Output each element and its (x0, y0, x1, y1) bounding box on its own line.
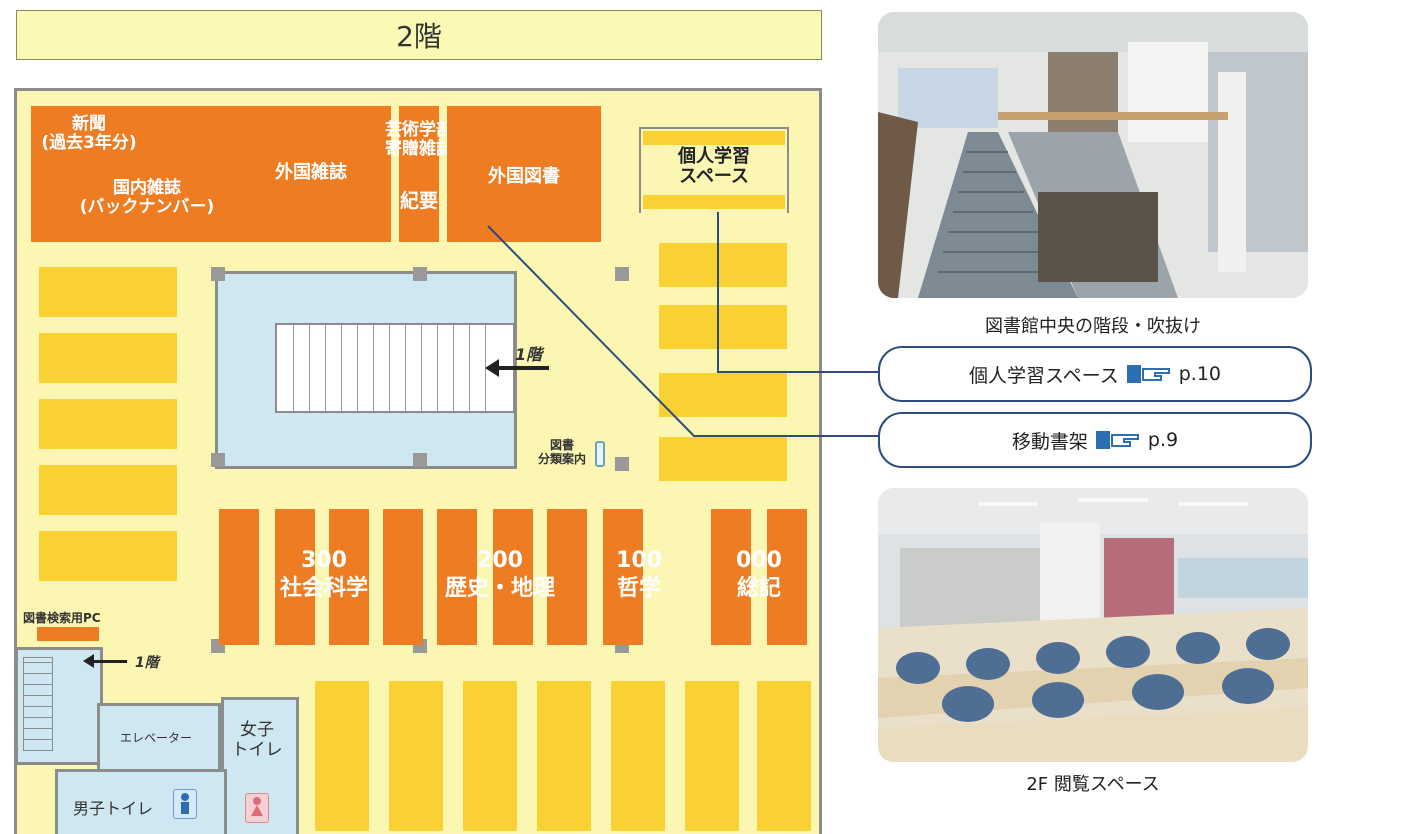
bottom-shelf[interactable] (757, 681, 811, 831)
area-newspaper-magazines[interactable] (31, 106, 237, 242)
arrow-icon (495, 366, 549, 370)
study-desks-bottom (643, 195, 785, 209)
right-shelf[interactable] (659, 243, 787, 287)
shelf-name-200: 歴史・地理 (444, 576, 555, 601)
search-pc-label: 図書検索用PC (23, 611, 101, 625)
bottom-shelf[interactable] (463, 681, 517, 831)
photo-central-stairs (878, 12, 1308, 298)
central-stairs[interactable] (275, 323, 515, 413)
classification-guide-label: 図書 分類案内 (537, 438, 586, 466)
shelf-100-b[interactable] (603, 509, 643, 645)
arrow-head-icon (83, 654, 94, 668)
area-arts-donated-label: 芸術学部 寄贈雑誌 (385, 120, 453, 160)
area-foreign-magazines-label: 外国雑誌 (275, 162, 347, 183)
pillar (211, 453, 225, 467)
floor-title: 2階 (16, 10, 822, 60)
floor-plan: 新聞 (過去3年分) 国内雑誌 (バックナンバー) 外国雑誌 芸術学部 寄贈雑誌… (14, 88, 822, 834)
shelf-name-300: 社会科学 (279, 576, 368, 601)
female-icon (245, 793, 269, 823)
shelf-code-100: 100 (616, 548, 662, 573)
mens-toilet-label: 男子トイレ (73, 799, 154, 818)
left-shelf[interactable] (39, 531, 177, 581)
area-foreign-books[interactable] (447, 106, 601, 242)
shelf-300-c[interactable] (329, 509, 369, 645)
bottom-shelf[interactable] (611, 681, 665, 831)
pillar (413, 267, 427, 281)
pillar (615, 457, 629, 471)
search-pc-desk[interactable] (37, 627, 99, 641)
left-shelf[interactable] (39, 333, 177, 383)
pillar (413, 453, 427, 467)
area-bulletin-label: 紀要 (399, 190, 438, 212)
right-shelf[interactable] (659, 373, 787, 417)
study-desks-top (643, 131, 785, 145)
pointing-hand-icon (1126, 363, 1171, 385)
shelf-000-a[interactable] (711, 509, 751, 645)
shelf-100-a[interactable] (547, 509, 587, 645)
pillar (615, 267, 629, 281)
pillar (211, 267, 225, 281)
ref-study-space-label: 個人学習スペース (968, 364, 1119, 387)
caption-central-stairs: 図書館中央の階段・吹抜け (985, 316, 1201, 337)
ref-mobile-shelves-label: 移動書架 (1011, 430, 1088, 453)
stairwell-steps[interactable] (23, 657, 53, 751)
left-shelf[interactable] (39, 399, 177, 449)
shelf-300-b[interactable] (275, 509, 315, 645)
to-first-floor-label: 1階 (515, 345, 543, 364)
study-space[interactable] (639, 127, 789, 213)
male-icon (173, 789, 197, 819)
shelf-200-c[interactable] (493, 509, 533, 645)
area-foreign-magazines[interactable] (231, 106, 391, 242)
arrow-head-icon (485, 359, 499, 377)
bottom-shelf[interactable] (315, 681, 369, 831)
bottom-shelf[interactable] (537, 681, 591, 831)
arrow-icon (93, 660, 127, 663)
womens-toilet-label: 女子 トイレ (231, 720, 283, 760)
shelf-000-b[interactable] (767, 509, 807, 645)
shelf-code-300: 300 (301, 548, 347, 573)
shelf-name-100: 哲学 (616, 576, 661, 601)
area-newspaper-label: 新聞 (過去3年分) (41, 114, 137, 154)
pointing-hand-icon (1095, 429, 1140, 451)
shelf-200-b[interactable] (437, 509, 477, 645)
right-shelf[interactable] (659, 437, 787, 481)
elevator-label: エレベーター (119, 731, 192, 745)
caption-reading-space: 2F 閲覧スペース (1026, 774, 1160, 795)
area-arts-donated[interactable] (399, 106, 439, 242)
guide-board-icon (595, 441, 605, 467)
ref-mobile-shelves-page: p.9 (1147, 429, 1179, 451)
area-foreign-books-label: 外国図書 (488, 166, 560, 187)
bottom-shelf[interactable] (685, 681, 739, 831)
ref-study-space-page: p.10 (1178, 363, 1221, 385)
left-shelf[interactable] (39, 465, 177, 515)
ref-mobile-shelves-button[interactable]: 移動書架 p.9 (878, 412, 1312, 468)
stairwell-to-first-floor: 1階 (135, 655, 159, 671)
shelf-200-a[interactable] (383, 509, 423, 645)
right-shelf[interactable] (659, 305, 787, 349)
shelf-code-000: 000 (736, 548, 782, 573)
area-domestic-magazines-label: 国内雑誌 (バックナンバー) (79, 178, 215, 218)
shelf-code-200: 200 (477, 548, 523, 573)
photo-reading-space (878, 488, 1308, 762)
left-shelf[interactable] (39, 267, 177, 317)
ref-study-space-button[interactable]: 個人学習スペース p.10 (878, 346, 1312, 402)
shelf-300-a[interactable] (219, 509, 259, 645)
bottom-shelf[interactable] (389, 681, 443, 831)
shelf-name-000: 総記 (736, 576, 781, 601)
study-space-label: 個人学習 スペース (678, 146, 750, 187)
mens-toilet[interactable] (55, 769, 227, 834)
